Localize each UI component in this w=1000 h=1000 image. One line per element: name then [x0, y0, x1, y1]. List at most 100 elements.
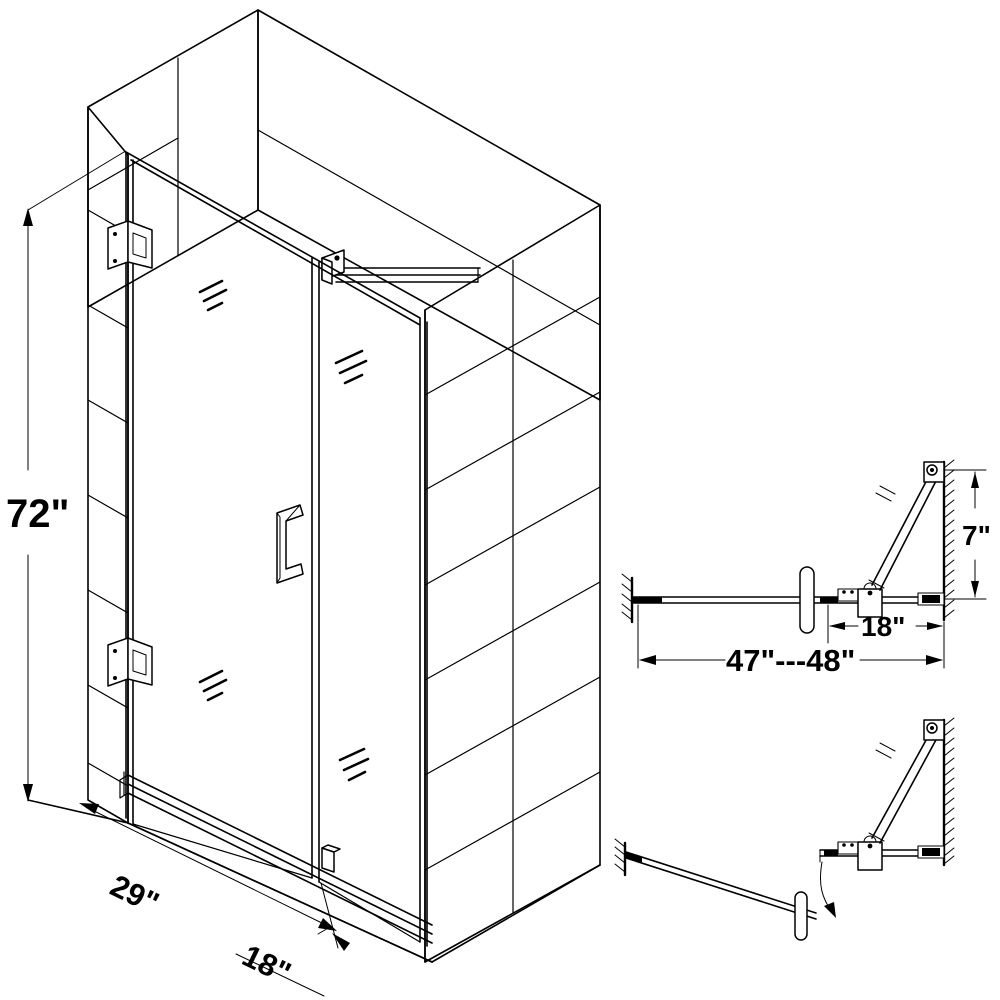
plan-open-hatch-1 [614, 838, 626, 848]
handle-side-edge [276, 512, 281, 584]
plan-open-left-wall-hatch [614, 838, 627, 877]
plan-closed-bar-wall-pin [930, 468, 934, 472]
dim-7-label: 7" [962, 520, 991, 551]
plan-open-clamp-screw-2 [850, 843, 854, 847]
plan-open-hatch-4 [614, 863, 626, 873]
dim-29-arrow-left [79, 803, 99, 814]
plan-open-rhatch-6 [943, 767, 955, 777]
plan-open-hatch-3 [614, 854, 626, 864]
plan-closed-support-bar [868, 461, 945, 591]
plan-closed-right-channel-fill [922, 595, 940, 603]
plan-open-hatch-2 [614, 846, 626, 856]
glass-reflection-mark-3 [198, 669, 228, 702]
plan-closed-pivot-bracket [857, 582, 883, 618]
right-wall-tile-1 [424, 296, 601, 396]
plan-closed-hatch-3 [621, 593, 633, 603]
plan-closed-bar-edge-2 [879, 478, 938, 591]
plan-open-rhatch-11 [943, 817, 955, 827]
upper-hinge-screw-1 [113, 232, 117, 236]
plan-closed-rhatch-4 [943, 489, 955, 499]
lower-hinge-wall-plate [107, 637, 129, 687]
plan-open-rhatch-1 [943, 717, 955, 727]
lower-hinge-glass-plate [127, 637, 153, 686]
left-wall-tile-4 [87, 494, 129, 519]
plan-closed-clamp-screw-2 [850, 590, 854, 594]
plan-open-swing-arrowhead [824, 902, 836, 918]
plan-closed-hatch-1 [621, 573, 633, 583]
plan-open-clamp-shadow [824, 850, 838, 856]
plan-closed-rhatch-1 [943, 459, 955, 469]
support-bar-pivot-pin [334, 255, 340, 261]
plan-closed-clamp-screw-1 [842, 590, 846, 594]
right-wall-tile-5 [424, 676, 601, 776]
upper-hinge-glass-plate [127, 220, 153, 269]
dim-29-line [85, 806, 331, 928]
plan-open-rhatch-8 [943, 787, 955, 797]
plan-closed-bracket-arc [863, 582, 877, 590]
plan-open-rhatch-3 [943, 737, 955, 747]
dim-4748-arrow-right [926, 655, 943, 665]
dimension-overall-4748: 47"---48" [637, 604, 945, 678]
dim-18-iso-tick [317, 926, 331, 935]
dim-72-label: 72" [6, 492, 69, 536]
plan-open-rhatch-2 [943, 727, 955, 737]
dimension-height-72: 72" [6, 151, 125, 802]
handle-top-bevel [285, 504, 301, 522]
plan-view-closed: 7" 18" 47"---48" [621, 459, 991, 678]
upper-hinge-wall-plate [107, 220, 129, 270]
plan-closed-bracket-pin [867, 590, 873, 596]
sill-edge-2 [127, 783, 433, 935]
lower-hinge [107, 637, 153, 687]
dim-18-plan-arrow-left [829, 622, 845, 630]
plan-closed-glass-section [631, 596, 945, 604]
glass-reflection-mark-2 [334, 349, 368, 385]
lower-hinge-screw-1 [113, 649, 117, 653]
plan-open-pivot-bracket [857, 835, 883, 871]
dim-7-arrow-down [971, 581, 979, 597]
plan-open-rhatch-9 [943, 797, 955, 807]
plan-open-rhatch-15 [943, 855, 955, 865]
plan-open-right-channel [917, 845, 945, 859]
plan-closed-clamp [820, 588, 859, 603]
plan-closed-rhatch-10 [943, 549, 955, 559]
plan-open-bar-wall-pin [930, 726, 934, 730]
plan-open-bar-joint-1 [875, 749, 892, 759]
plan-closed-rhatch-15 [943, 599, 955, 609]
plan-closed-glass-wall-channel [632, 597, 662, 603]
dimension-return-7: 7" [943, 469, 991, 600]
plan-open-support-bar [868, 719, 945, 844]
plan-open-right-wall-hatch [942, 717, 955, 867]
left-wall-tile-7 [87, 762, 129, 787]
plan-open-bar-edge-1 [871, 732, 931, 839]
plan-closed-rhatch-7 [943, 519, 955, 529]
dim-18-iso-ext [320, 882, 339, 949]
upper-hinge-inner-detail [132, 232, 147, 259]
plan-open-rhatch-10 [943, 807, 955, 817]
plan-open-rhatch-14 [943, 847, 955, 857]
plan-closed-handle [799, 566, 815, 634]
glass-assembly [125, 151, 428, 947]
lower-hinge-screw-2 [113, 676, 117, 680]
plan-open-rhatch-7 [943, 777, 955, 787]
right-wall-tile-3 [424, 486, 601, 586]
plan-view-open [614, 717, 955, 941]
plan-closed-rhatch-12 [943, 569, 955, 579]
plan-closed-rhatch-13 [943, 579, 955, 589]
tiled-wall-right [424, 204, 601, 963]
plan-closed-bar-edge-1 [871, 473, 931, 586]
lower-hinge-inner-detail [132, 649, 147, 676]
plan-closed-rhatch-8 [943, 529, 955, 539]
upper-hinge-screw-2 [113, 259, 117, 263]
plan-open-clamp-screw-1 [842, 843, 846, 847]
plan-open-bracket-body [857, 841, 883, 871]
dim-4748-label: 47"---48" [726, 643, 855, 678]
door-bottom-clip-top [321, 844, 341, 853]
upper-hinge [107, 220, 153, 270]
plan-open-door-hinge-end [626, 852, 642, 863]
plan-closed-rhatch-3 [943, 479, 955, 489]
dim-18-plan-label: 18" [861, 611, 905, 642]
left-wall-tile-6 [87, 684, 129, 709]
right-wall-tile-6 [424, 771, 601, 871]
